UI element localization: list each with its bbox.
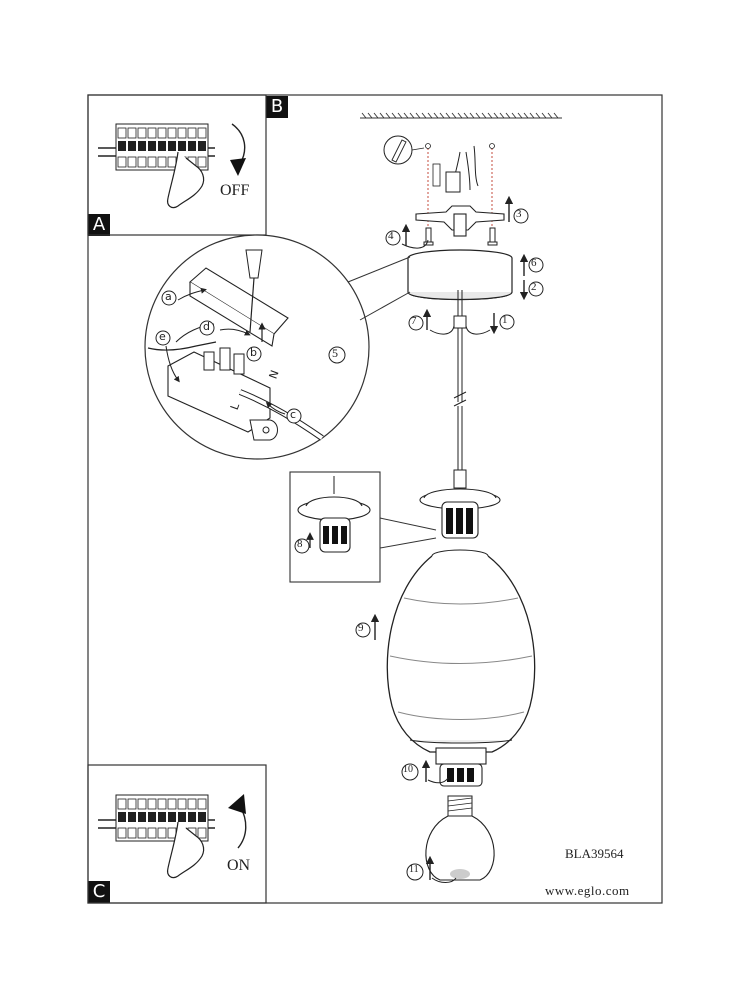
mounting-bracket (415, 205, 505, 237)
socket-inset-box (289, 471, 381, 583)
inset-box-off (87, 94, 267, 236)
screws (423, 227, 498, 246)
shade-ring (435, 747, 487, 787)
canopy (407, 249, 513, 301)
ceiling-hatch (360, 112, 562, 119)
wire-letter-c: c (290, 408, 297, 421)
step-number-5: 5 (332, 346, 338, 360)
step-circles (294, 208, 544, 881)
terminal-block (445, 171, 461, 193)
step-number-8: 8 (297, 538, 303, 550)
bulb (425, 795, 495, 881)
wire-letter-a: a (165, 290, 172, 303)
step-number-3: 3 (516, 208, 522, 220)
outer-frame (87, 94, 663, 904)
wall-plug-detail (383, 135, 425, 165)
socket-detail (297, 476, 371, 553)
suspension-cable (453, 290, 467, 470)
step-number-9: 9 (358, 622, 364, 634)
wire-letter-b: b (250, 346, 257, 359)
step-number-2: 2 (531, 281, 537, 293)
wiring-detail-circle (144, 234, 411, 460)
step-number-4: 4 (388, 230, 394, 242)
glass-shade (386, 549, 536, 753)
off-label: OFF (220, 182, 250, 199)
website: www.eglo.com (545, 883, 630, 898)
step-number-7: 7 (411, 315, 417, 327)
step-number-1: 1 (502, 314, 508, 326)
breaker-panel-off (98, 123, 246, 209)
step-number-6: 6 (531, 257, 537, 269)
wire-letter-d: d (203, 320, 210, 333)
off-arrow-icon (230, 158, 246, 176)
on-label: ON (227, 857, 251, 874)
label-b: B (266, 96, 288, 118)
on-arrow-icon (228, 794, 246, 814)
wire-letter-e: e (159, 330, 166, 343)
label-c: C (88, 881, 110, 903)
lamp-holder (419, 469, 501, 539)
inset-box-on (87, 764, 267, 904)
model-code: BLA39564 (565, 846, 624, 861)
step-number-11: 11 (409, 864, 419, 875)
breaker-panel-on (98, 794, 247, 879)
label-a: A (88, 214, 110, 236)
step-number-10: 10 (403, 764, 413, 775)
